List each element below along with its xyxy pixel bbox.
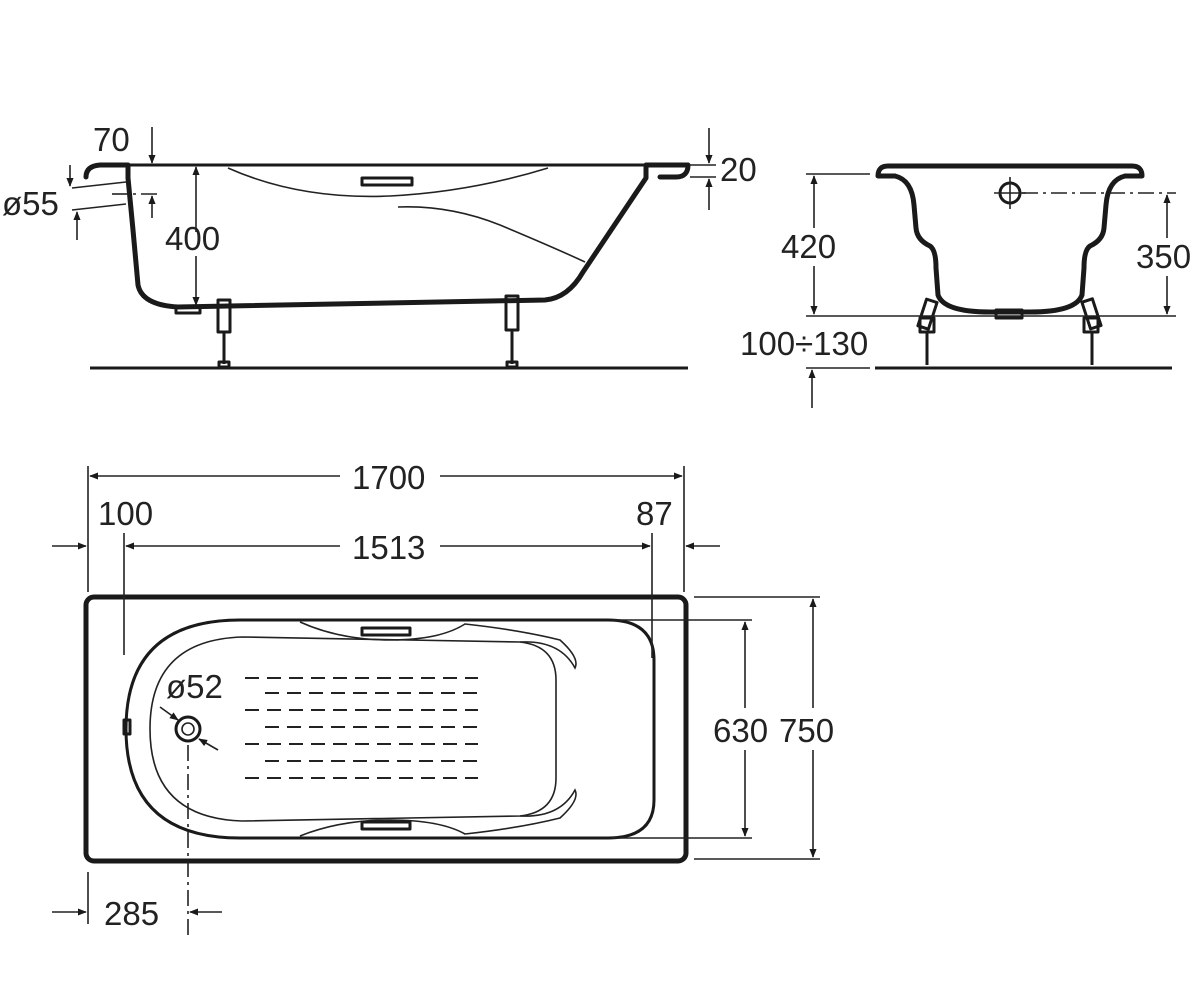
end-view: 420 350 100÷130 [740,163,1191,408]
tub-inner-basin [124,618,656,840]
dim-right-offset: 87 [636,495,673,532]
drain-symbol [174,715,202,743]
end-leg-left [916,297,939,365]
end-drain [994,308,1024,320]
leader-overflow-1 [71,181,127,189]
side-view: 70 20 ø55 400 [2,121,757,370]
plan-overflow-slot [122,718,132,736]
arrow-drain-left [159,706,179,721]
tub-side-curve-2 [397,206,586,263]
dim-inner-length: 1513 [352,529,425,566]
dim-drain-offset: 285 [104,895,159,932]
dim-overflow-center-height: 350 [1136,238,1191,275]
side-leg-left [216,298,232,369]
plan-wave-top [299,621,577,670]
side-leg-right [504,294,520,369]
dim-inner-width: 630 [713,712,768,749]
end-overflow-symbol [994,177,1026,209]
tub-inner-floor [149,636,557,822]
tub-side-profile [83,162,691,310]
anti-slip-pattern [245,677,485,779]
side-drain [174,304,202,315]
dim-overall-length: 1700 [352,459,425,496]
side-handle [360,176,414,187]
dim-overflow-height: 400 [165,220,220,257]
leader-overflow-2 [71,203,127,211]
end-leg-right [1080,297,1103,365]
dim-total-height: 420 [781,228,836,265]
dim-leg-adjust-range: 100÷130 [740,325,868,362]
plan-handle-top [360,626,412,637]
tub-outer-outline [83,594,689,864]
dim-overall-width: 750 [779,712,834,749]
dim-rim-height: 70 [93,121,130,158]
dim-drain-diameter: ø52 [166,668,223,705]
plan-view: ø52 1700 1513 100 87 630 750 [52,459,834,935]
arrow-drain-right [198,738,219,751]
dim-rim-thickness: 20 [720,151,757,188]
tub-side-curve-1 [227,167,549,198]
plan-wave-bottom [299,788,577,837]
tub-end-profile [875,163,1145,315]
dim-left-offset: 100 [98,495,153,532]
dim-overflow-diameter: ø55 [2,185,59,222]
plan-handle-bottom [360,820,412,831]
